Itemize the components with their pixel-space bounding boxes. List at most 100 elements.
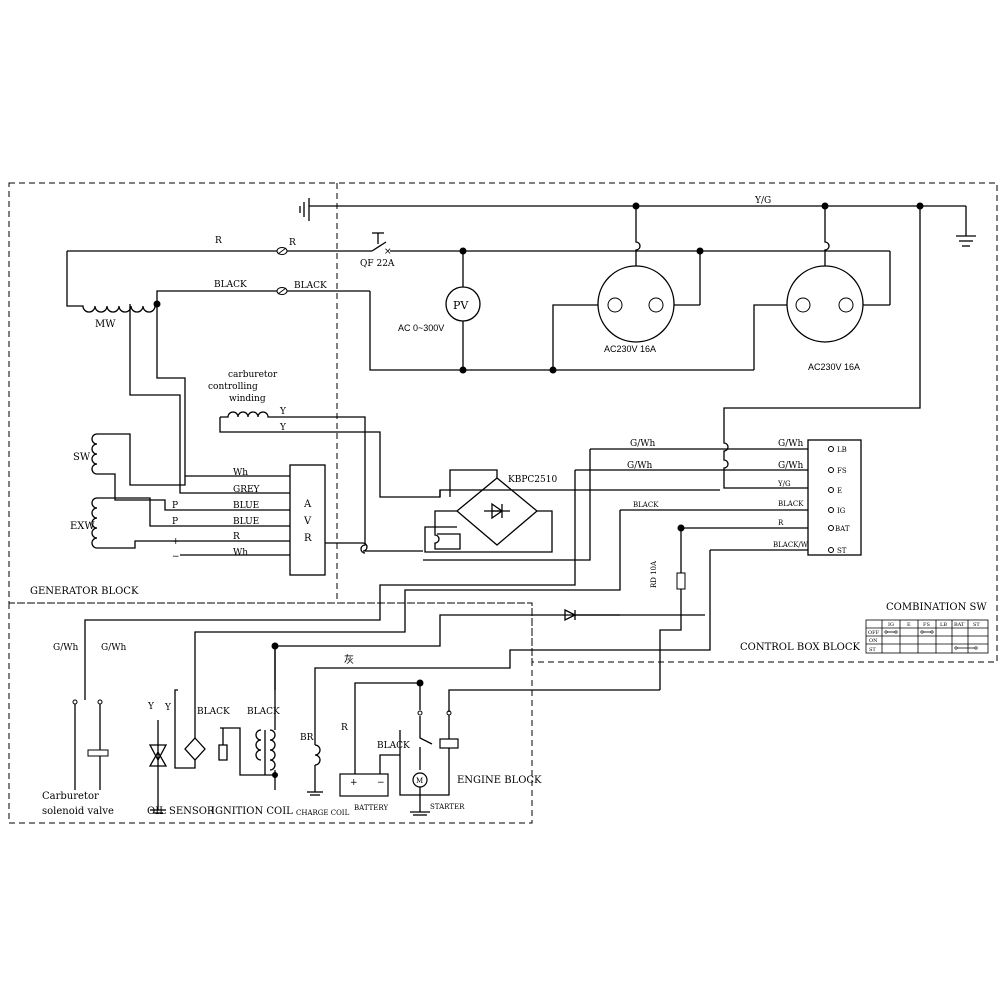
table-r-off: OFF (868, 630, 880, 636)
rectifier-icon (325, 469, 553, 553)
cb-label-black: BLACK (633, 501, 659, 509)
switch-box (807, 439, 862, 556)
oil-label-y1: Y (147, 702, 155, 712)
charge-coil (307, 730, 323, 796)
carb-valve (72, 699, 109, 790)
avr-wire-p2: P (172, 517, 178, 527)
avr-a: A (303, 499, 312, 510)
avr-wire-plus: + (172, 537, 180, 547)
fuse-label: RD 10A (650, 560, 658, 588)
label-r-top: R (215, 236, 222, 246)
starter-label: STARTER (430, 803, 465, 811)
oil-sensor (148, 689, 206, 814)
avr-wire-p1: P (172, 501, 178, 511)
table-h-e: E (907, 622, 911, 628)
battery-label-r: R (341, 723, 348, 733)
oil-label-y2: Y (164, 703, 172, 713)
combination-sw-title: COMBINATION SW (886, 602, 987, 613)
sw-winding (91, 433, 290, 511)
valve-label-gwh1: G/Wh (53, 643, 78, 653)
breaker-icon: × (370, 232, 700, 257)
connector-black (276, 287, 288, 295)
distribution (369, 247, 891, 374)
cb-label-gwh1: G/Wh (630, 439, 655, 449)
avr-wire-wh: Wh (233, 468, 248, 478)
table-h-lb: LB (940, 622, 947, 628)
cb-label-r: R (778, 519, 784, 527)
label-mw: MW (95, 319, 116, 330)
label-grey-cn: 灰 (344, 653, 354, 666)
main-winding (66, 250, 370, 313)
table-r-on: ON (869, 638, 878, 644)
table-h-ig: IG (888, 622, 894, 628)
rectifier-label: KBPC2510 (508, 475, 557, 485)
oil-label-black: BLACK (197, 707, 230, 717)
label-black-top2: BLACK (294, 281, 327, 291)
carb-winding-line1: carburetor (228, 370, 278, 380)
battery-label: BATTERY (354, 804, 388, 812)
valve-label-gwh2: G/Wh (101, 643, 126, 653)
label-breaker: QF 22A (360, 259, 395, 269)
avr-wire-minus: − (172, 552, 180, 562)
carb-winding-line2: controlling (208, 382, 258, 392)
socket1-label: AC230V 16A (604, 344, 656, 354)
avr-wire-wh2: Wh (233, 548, 248, 558)
terminal-lb: LB (837, 446, 847, 454)
charge-coil-label: CHARGE COIL (296, 809, 350, 817)
ign-label-black: BLACK (247, 707, 280, 717)
ground-bus (299, 198, 976, 489)
carb-winding (219, 411, 441, 554)
socket2-label: AC230V 16A (808, 362, 860, 372)
label-y2: Y (279, 423, 287, 433)
avr-box (289, 464, 326, 576)
cb-label-blackwh: BLACK/Wh (773, 541, 813, 549)
label-sw: SW (73, 452, 91, 463)
wire-mw-grey (129, 304, 290, 494)
table-h-fs: FS (923, 622, 930, 628)
avr-wire-blue2: BLUE (233, 517, 259, 527)
cb-label-gwh3: G/Wh (778, 439, 803, 449)
avr-wire-grey: GREY (233, 485, 261, 495)
charge-label-br: BR (300, 733, 314, 743)
wire-mw-wh (156, 304, 186, 476)
terminal-st: ST (837, 547, 847, 555)
voltmeter-range: AC 0~300V (398, 323, 444, 333)
control-box-label: CONTROL BOX BLOCK (740, 642, 861, 653)
table-h-bat: BAT (954, 622, 965, 628)
exw-winding (91, 497, 290, 549)
carb-valve-line1: Carburetor (42, 791, 99, 802)
avr-v: V (303, 516, 312, 527)
connector-r (276, 247, 288, 255)
avr-wire-blue1: BLUE (233, 501, 259, 511)
label-yg-bus: Y/G (754, 196, 771, 206)
socket-icon (786, 265, 864, 343)
starter-label-black: BLACK (377, 741, 410, 751)
carb-winding-line3: winding (229, 394, 266, 404)
combination-table (865, 619, 989, 654)
terminal-ig: IG (837, 507, 846, 515)
terminal-fs: FS (837, 467, 847, 475)
engine-block-label: ENGINE BLOCK (457, 775, 542, 786)
cb-label-yg: Y/G (777, 480, 791, 488)
svg-text:×: × (384, 247, 392, 257)
voltmeter-label: PV (453, 299, 469, 312)
avr-r: R (304, 533, 312, 544)
carb-valve-line2: solenoid valve (42, 806, 114, 817)
cb-label-gwh4: G/Wh (778, 461, 803, 471)
terminal-e: E (837, 487, 842, 495)
motor-label: M (416, 777, 423, 785)
battery-minus: − (377, 778, 385, 788)
ignition-coil (218, 642, 279, 790)
block-boundaries (8, 182, 998, 824)
avr-wire-r: R (233, 532, 240, 542)
label-r-top2: R (289, 238, 296, 248)
socket-icon (597, 265, 675, 343)
battery-plus: + (350, 778, 358, 788)
table-h-st: ST (973, 622, 980, 628)
battery-starter (339, 679, 660, 816)
oil-sensor-label: OIL SENSOR (147, 806, 215, 817)
cb-label-black2: BLACK (778, 500, 804, 508)
control-wiring (84, 448, 830, 730)
table-r-st: ST (869, 647, 876, 653)
